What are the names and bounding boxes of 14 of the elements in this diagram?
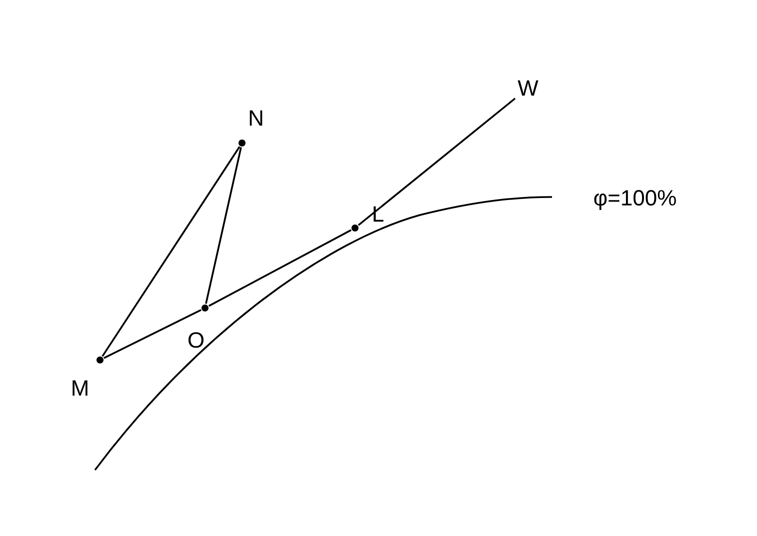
point: [96, 356, 104, 364]
point-label: M: [72, 380, 88, 396]
point-label: W: [518, 80, 538, 96]
point-label: O: [188, 332, 204, 348]
line: [102, 146, 240, 357]
point: [202, 304, 208, 312]
curve-label: φ=100%: [594, 190, 676, 210]
line: [358, 98, 516, 226]
point-label: N: [250, 110, 262, 126]
line: [104, 309, 202, 359]
line: [208, 229, 352, 307]
point: [352, 224, 358, 232]
point: [238, 140, 246, 146]
line: [205, 147, 242, 304]
